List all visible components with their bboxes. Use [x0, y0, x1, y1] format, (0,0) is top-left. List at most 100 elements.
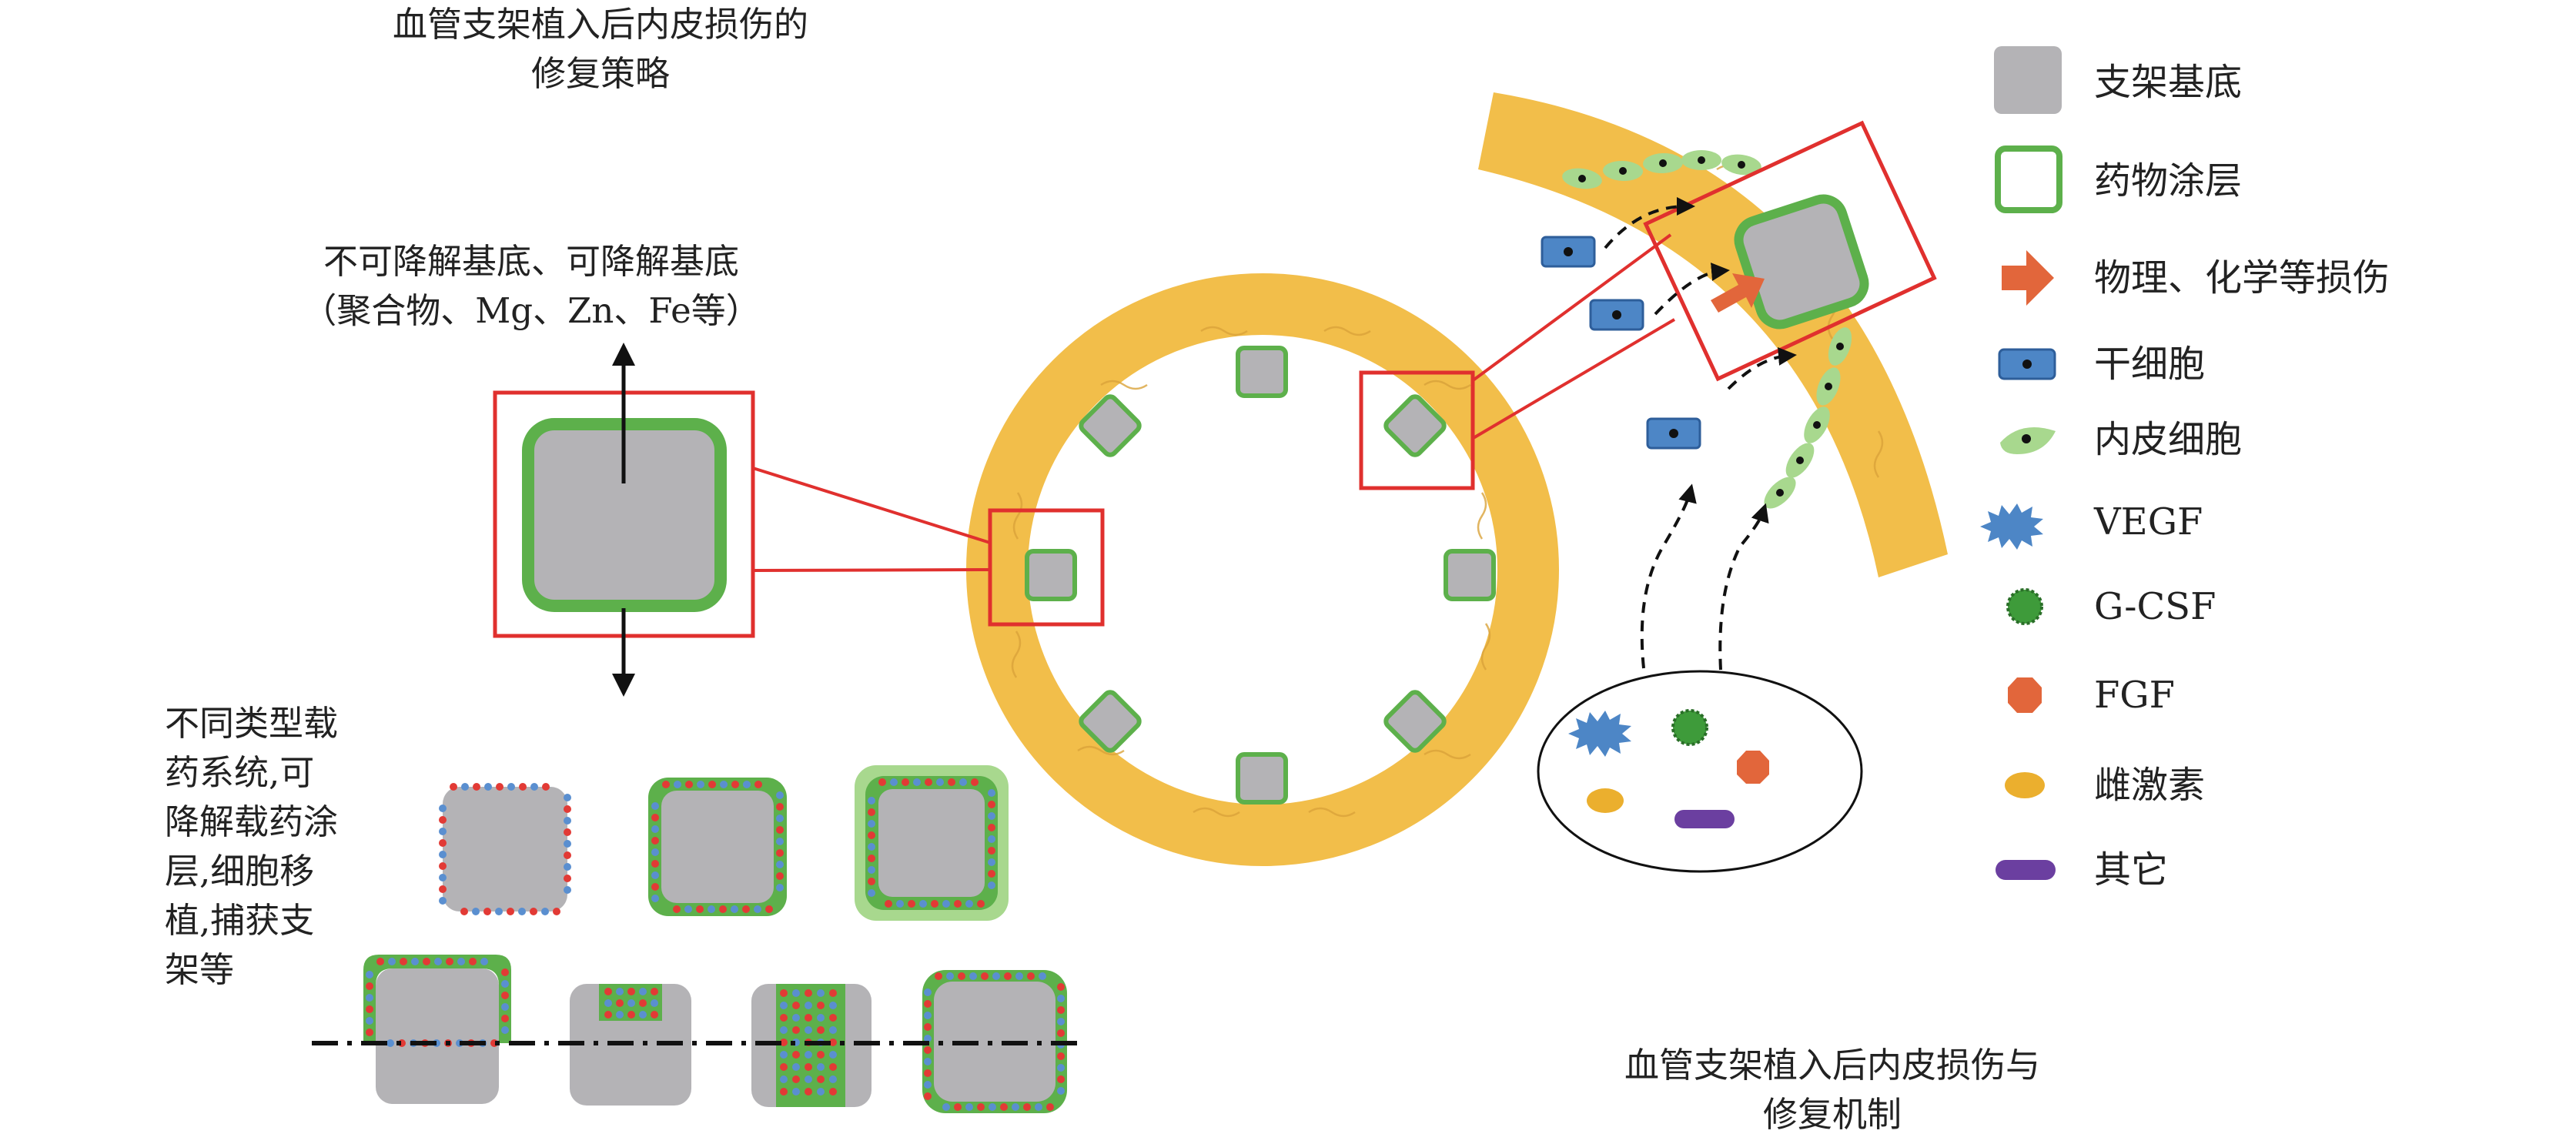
drug-dot [780, 1026, 788, 1034]
carrier-label: 不同类型载 药系统,可 降解载药涂 层,细胞移 植,捕获支 架等 [165, 699, 338, 995]
drug-dot [651, 883, 659, 891]
drug-dot [541, 908, 549, 915]
endothelial-nucleus [1813, 421, 1821, 429]
gray-square-icon [1994, 46, 2062, 114]
strategy-title: 血管支架植入后内皮损伤的 修复策略 [308, 0, 893, 99]
legend-label-stem-cell: 干细胞 [2094, 343, 2206, 386]
drug-dot [616, 1011, 624, 1019]
drug-dot [946, 972, 954, 980]
drug-dot [924, 1023, 932, 1031]
drug-dot [919, 900, 927, 908]
drug-dot [977, 900, 985, 908]
drug-dot [366, 971, 373, 978]
drug-dot [868, 855, 875, 862]
drug-dot [542, 783, 550, 791]
drug-dot [792, 1075, 800, 1083]
drug-dot [965, 900, 973, 908]
drug-dot [627, 999, 635, 1007]
drug-dot [776, 791, 784, 799]
mechanism-title: 血管支架植入后内皮损伤与 修复机制 [1563, 1041, 2102, 1139]
strut-top-right [1383, 394, 1447, 457]
drug-dot [817, 1051, 825, 1059]
drug-dot [388, 958, 396, 965]
other-icon [1996, 860, 2056, 880]
drug-dot [366, 1029, 373, 1036]
mechanism-title-line2: 修复机制 [1762, 1094, 1902, 1135]
legend-icons [1980, 46, 2062, 880]
drug-dot [742, 905, 750, 913]
drug-dot [366, 1017, 373, 1025]
drug-dot [697, 781, 704, 788]
drug-dot [754, 905, 761, 913]
drug-dot [651, 837, 659, 845]
drug-dot [439, 816, 447, 824]
drug-dot [651, 1011, 658, 1019]
drug-dot [924, 1035, 932, 1042]
strut-top-left [1079, 394, 1142, 457]
drug-dot [1057, 1052, 1065, 1060]
vessel-cross-section [966, 273, 1559, 866]
endothelial-nucleus [1796, 457, 1804, 464]
drug-dot [958, 972, 965, 980]
substrate-label: 不可降解基底、可降解基底 （聚合物、Mg、Zn、Fe等） [254, 237, 808, 336]
drug-dot [965, 1103, 973, 1111]
drug-dot [868, 889, 875, 897]
drug-dot [776, 803, 784, 811]
drug-dot [792, 989, 800, 997]
carrier-label-line2: 药系统,可 [165, 752, 315, 793]
drug-dot [924, 1046, 932, 1054]
pool-vegf [1568, 711, 1631, 757]
drug-dot [792, 1014, 800, 1022]
drug-dot [971, 778, 979, 786]
drug-dot [829, 1088, 837, 1095]
drug-dot [564, 828, 571, 836]
drug-dot [977, 1103, 985, 1111]
drug-dot [457, 958, 465, 965]
drug-dot [376, 958, 384, 965]
drug-dot [988, 824, 995, 831]
drug-dot [439, 862, 447, 870]
drug-dot [484, 783, 492, 791]
pool-fgf [1737, 751, 1769, 784]
drug-dot [564, 805, 571, 813]
drug-dot [776, 815, 784, 822]
drug-dot [651, 802, 659, 810]
drug-dot [805, 1088, 812, 1095]
drug-dot [829, 1014, 837, 1022]
g-csf-icon [2006, 588, 2043, 625]
drug-dot [765, 905, 773, 913]
drug-dot [925, 778, 932, 786]
drug-dot [439, 839, 447, 847]
drug-dot [450, 783, 457, 791]
drug-dot [708, 905, 715, 913]
highlight-box-right [1359, 370, 1475, 490]
drug-dot [805, 1063, 812, 1071]
drug-dot [868, 797, 875, 804]
carrier-band-strut [751, 984, 871, 1107]
drug-dot [651, 895, 659, 902]
drug-dot [805, 989, 812, 997]
drug-dot [992, 972, 1000, 980]
drug-dot [1023, 1103, 1031, 1111]
drug-dot [685, 781, 693, 788]
drug-dot [480, 958, 488, 965]
drug-dot [908, 900, 915, 908]
drug-dot [651, 848, 659, 856]
drug-dot [948, 778, 955, 786]
drug-dot [564, 875, 571, 882]
drug-dot [817, 989, 825, 997]
carrier-label-line6: 架等 [165, 949, 235, 990]
carrier-double-coat-strut [855, 765, 1009, 921]
drug-dot [651, 814, 659, 821]
drug-dot [496, 783, 503, 791]
drug-dot [720, 781, 728, 788]
drug-dot [674, 781, 681, 788]
drug-dot [776, 861, 784, 868]
drug-dot [439, 851, 447, 858]
drug-dot [1057, 1006, 1065, 1014]
drug-dot [731, 781, 739, 788]
drug-dot [530, 783, 538, 791]
drug-dot [780, 1014, 788, 1022]
drug-dot [988, 870, 995, 878]
drug-dot [400, 958, 407, 965]
